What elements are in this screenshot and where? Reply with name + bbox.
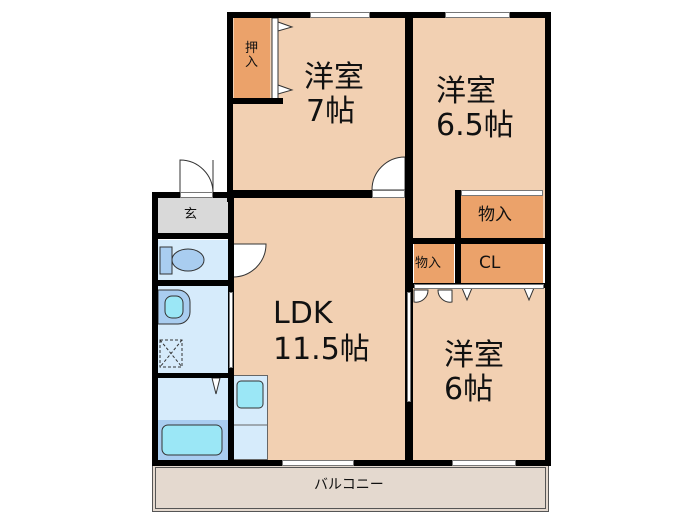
kitchen-sink-icon (236, 380, 264, 409)
entrance-genkan (158, 198, 228, 234)
door-opening (180, 192, 213, 198)
door-opening (372, 190, 405, 198)
toilet-tank-icon (159, 246, 173, 275)
toilet-door-swing-icon (232, 243, 267, 278)
closet-label: CL (479, 253, 501, 273)
wall (233, 98, 283, 104)
western-room-6 (412, 286, 545, 460)
balcony-label: バルコニー (314, 477, 384, 493)
window (452, 460, 516, 466)
monoire-large (459, 196, 543, 238)
wall (405, 12, 413, 465)
room65-name: 洋室 (436, 74, 496, 109)
toilet-bowl-icon (171, 248, 205, 272)
bathtub-icon (161, 424, 223, 456)
ldk-size: 11.5帖 (273, 332, 370, 367)
wall (152, 192, 158, 466)
room65-size: 6.5帖 (436, 108, 514, 143)
window (282, 460, 354, 466)
room6-name: 洋室 (444, 338, 504, 373)
monoire-small (414, 244, 454, 284)
monoire-large-label: 物入 (478, 205, 512, 225)
sliding-door (407, 292, 411, 402)
room6-size: 6帖 (444, 372, 494, 407)
oshiire-closet (234, 18, 270, 100)
entrance-label: 玄 (184, 207, 198, 222)
monoire-door-icon (413, 289, 429, 303)
wall (152, 233, 232, 239)
closet-cl (459, 244, 543, 284)
wall (545, 12, 551, 465)
washing-machine-space-icon (159, 339, 183, 368)
wall (227, 12, 549, 18)
room7-size: 7帖 (306, 94, 356, 129)
wall (227, 12, 233, 202)
window (445, 12, 510, 18)
wall (152, 280, 232, 286)
oshiire-label: 押 入 (245, 41, 259, 70)
wall (227, 190, 410, 198)
entrance-door-swing-icon (179, 159, 214, 194)
window (461, 190, 543, 196)
room7-name: 洋室 (304, 60, 364, 95)
window (310, 12, 370, 18)
ldk-name: LDK (273, 296, 333, 331)
wall (410, 238, 548, 244)
closet-door (414, 284, 544, 289)
balcony (152, 464, 549, 512)
room7-door-swing-icon (371, 156, 406, 191)
sliding-door (229, 292, 233, 368)
wall (152, 373, 232, 378)
monoire-small-label: 物入 (415, 256, 442, 271)
